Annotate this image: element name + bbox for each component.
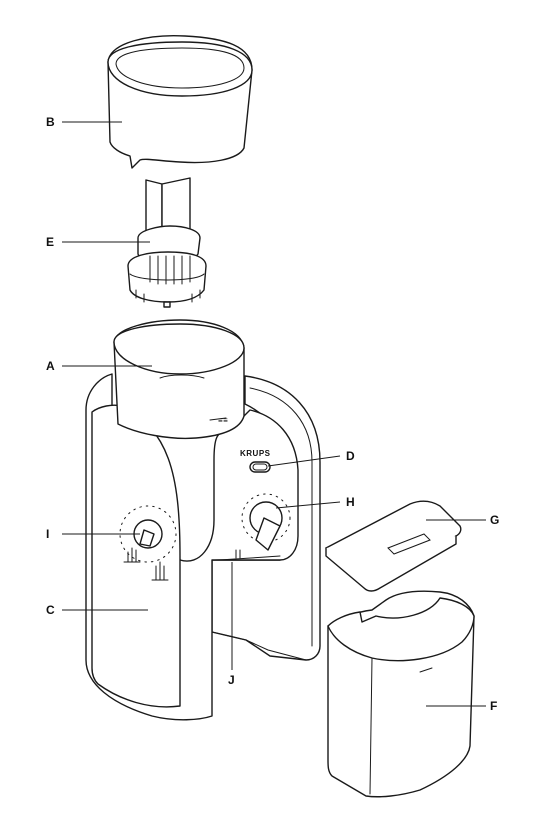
part-h-cups-dial	[241, 493, 291, 551]
leader-h	[275, 501, 341, 509]
label-a: A	[46, 359, 55, 373]
svg-text:≡≡: ≡≡	[218, 416, 228, 425]
label-d: D	[346, 449, 355, 463]
part-a-chamber: ≡≡	[113, 319, 245, 440]
part-labels: B E A I C D H G F J	[46, 115, 499, 713]
part-j-spout	[235, 549, 241, 559]
part-i-grind-dial	[119, 505, 177, 581]
label-e: E	[46, 235, 54, 249]
part-e-upper-burr	[127, 177, 207, 308]
part-b-hopper	[107, 35, 253, 169]
label-h: H	[346, 495, 355, 509]
brand-logo: KRUPS	[240, 449, 271, 458]
part-g-container-lid	[325, 500, 462, 592]
label-j: J	[228, 673, 235, 687]
leader-lines	[62, 121, 486, 707]
part-f-grounds-container	[327, 590, 475, 798]
label-g: G	[490, 513, 499, 527]
label-c: C	[46, 603, 55, 617]
label-f: F	[490, 699, 497, 713]
leader-d	[267, 455, 341, 467]
part-d-start-button: KRUPS	[240, 449, 271, 473]
label-i: I	[46, 527, 49, 541]
label-b: B	[46, 115, 55, 129]
